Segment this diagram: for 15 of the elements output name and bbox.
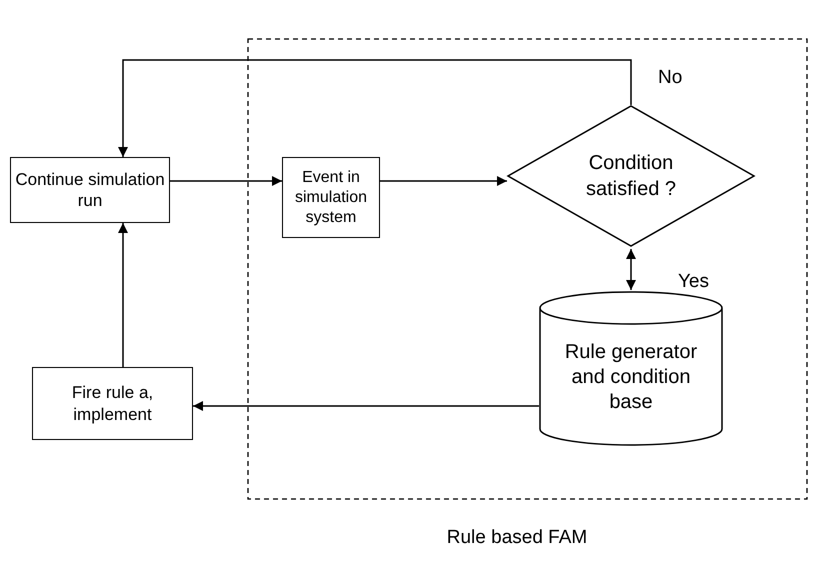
arrow [170, 176, 282, 186]
decision-text: Condition satisfied ? [584, 151, 678, 202]
arrow [118, 59, 632, 157]
process-box [10, 157, 170, 223]
arrow [193, 401, 539, 411]
database-text: Rule generator and condition base [564, 340, 698, 415]
arrow [118, 223, 128, 367]
box-text: Continue simulation run [14, 168, 166, 212]
arrow [626, 249, 636, 290]
region-heading: Rule based FAM [446, 527, 588, 549]
box-text: Fire rule a, implement [70, 382, 154, 425]
process-box [32, 367, 193, 440]
process-box [282, 157, 380, 238]
box-text: Event in simulation system [294, 168, 368, 228]
arrow [380, 176, 507, 186]
